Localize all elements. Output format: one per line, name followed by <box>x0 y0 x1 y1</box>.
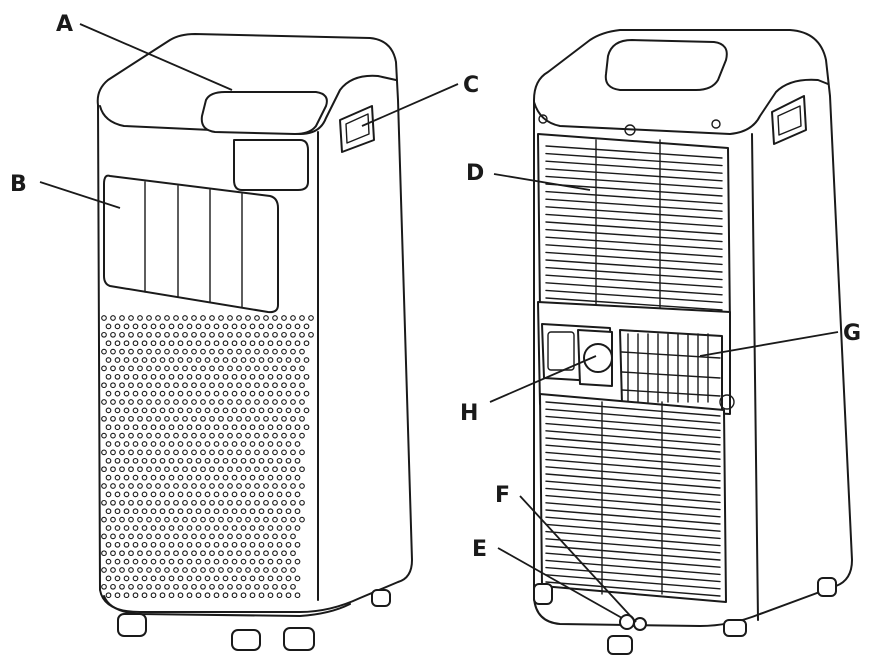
front-top-edge <box>99 74 397 135</box>
callout-label-F: F <box>495 483 510 508</box>
callout-label-A: A <box>56 12 73 37</box>
rear-casters <box>533 577 837 655</box>
rear-side-handle <box>771 95 807 145</box>
top-air-outlet <box>200 91 328 135</box>
front-louver-frame <box>103 174 279 314</box>
callout-labels: A B C D E F G H <box>10 12 861 562</box>
rear-corner-edge <box>751 133 759 621</box>
drain-plug <box>633 617 647 631</box>
rear-unit <box>533 29 853 655</box>
callout-label-C: C <box>463 73 479 98</box>
rear-top-edge <box>533 78 829 135</box>
exhaust-port <box>583 343 613 373</box>
rear-top-vent <box>604 39 728 91</box>
front-casters <box>117 589 391 651</box>
control-panel <box>233 139 309 191</box>
side-handle <box>339 105 375 153</box>
front-louvers <box>144 181 243 308</box>
lower-side-filter-slats <box>621 333 721 403</box>
callout-label-B: B <box>10 172 27 197</box>
front-base <box>103 595 351 617</box>
callout-line-G <box>699 331 839 357</box>
front-unit <box>96 33 413 651</box>
callout-label-H: H <box>460 401 478 426</box>
callout-line-H <box>489 355 597 403</box>
callout-label-D: D <box>466 161 484 186</box>
callout-line-D <box>493 173 591 191</box>
callout-line-E <box>497 547 623 619</box>
callout-label-G: G <box>843 321 861 346</box>
callout-line-B <box>39 181 121 209</box>
front-intake-grille <box>101 315 314 599</box>
callout-line-C <box>361 83 459 127</box>
lower-side-filter <box>619 329 723 411</box>
lower-intake-slats <box>545 401 721 597</box>
callout-line-F <box>519 495 637 623</box>
callout-lines <box>39 23 839 623</box>
callout-line-A <box>79 23 233 91</box>
callout-label-E: E <box>472 537 487 562</box>
